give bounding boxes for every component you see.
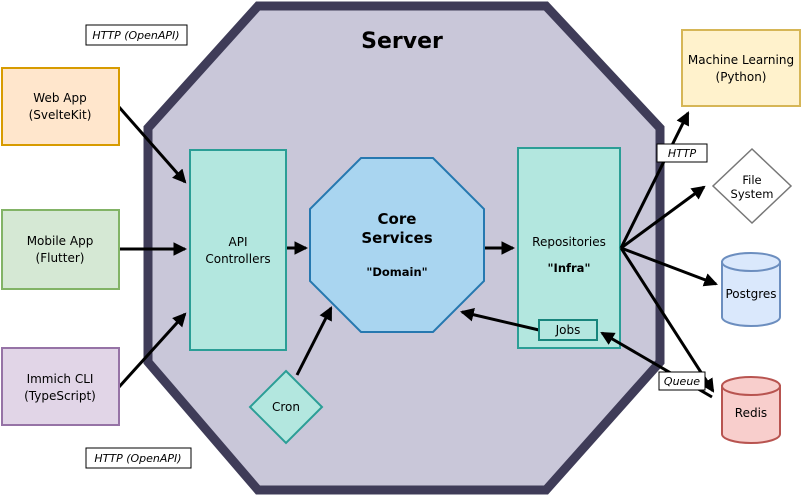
http-label: HTTP: [668, 147, 697, 160]
file-system-label-line1: File: [742, 173, 761, 187]
queue-label-box: [658, 371, 706, 391]
arrow-cron-to-core: [295, 306, 333, 376]
mobile-app-box: [1, 209, 120, 290]
arrow-webapp-to-api: [117, 106, 187, 184]
postgres-label: Postgres: [725, 287, 776, 301]
redis-cylinder-body: [721, 385, 781, 444]
redis-label: Redis: [735, 406, 767, 420]
api-controllers-label-line2: Controllers: [205, 252, 270, 266]
arrow-cli-to-api: [117, 312, 187, 389]
api-controllers-label-line1: API: [229, 235, 248, 249]
server-title: Server: [361, 29, 443, 54]
postgres-cylinder-body: [721, 261, 781, 327]
machine-learning-label-line2: (Python): [716, 70, 767, 84]
http-openapi-label-bottom-box: [85, 447, 192, 469]
core-services-subtitle: "Domain": [366, 265, 427, 279]
http-openapi-label-top: HTTP (OpenAPI): [92, 29, 179, 42]
web-app-label-line2: (SvelteKit): [29, 108, 92, 122]
http-openapi-label-bottom: HTTP (OpenAPI): [94, 452, 181, 465]
core-services-label-line1: Core: [378, 210, 417, 228]
immich-cli-label-line2: (TypeScript): [24, 389, 96, 403]
mobile-app-label-line1: Mobile App: [27, 234, 94, 248]
immich-cli-label-line1: Immich CLI: [27, 372, 94, 386]
file-system-diamond: [711, 147, 793, 225]
file-system-label-line2: System: [731, 187, 774, 201]
cron-diamond: [248, 369, 324, 445]
jobs-box: [538, 319, 598, 341]
core-services-octagon: [309, 157, 485, 333]
web-app-label-line1: Web App: [33, 91, 86, 105]
arrow-repositories-to-redis: [619, 247, 715, 393]
arrow-jobs-to-core: [459, 307, 540, 332]
arrow-repositories-to-postgres: [620, 246, 718, 287]
queue-label: Queue: [664, 375, 700, 388]
machine-learning-label-line1: Machine Learning: [688, 53, 794, 67]
arrow-repositories-to-ml: [619, 111, 690, 249]
redis-cylinder-top: [721, 376, 781, 396]
repositories-subtitle: "Infra": [548, 261, 591, 275]
repositories-box: [517, 147, 621, 349]
web-app-box: [1, 67, 120, 146]
http-openapi-label-top-box: [85, 24, 188, 46]
postgres-cylinder-top: [721, 252, 781, 272]
api-controllers-box: [189, 149, 287, 351]
core-services-label-line2: Services: [361, 229, 432, 247]
jobs-label: Jobs: [555, 323, 581, 337]
machine-learning-box: [681, 29, 801, 107]
repositories-label: Repositories: [532, 235, 606, 249]
http-label-box: [656, 143, 708, 163]
mobile-app-label-line2: (Flutter): [36, 251, 85, 265]
cron-label: Cron: [272, 400, 300, 414]
immich-cli-box: [1, 347, 120, 426]
arrow-repositories-to-filesystem: [620, 185, 706, 250]
